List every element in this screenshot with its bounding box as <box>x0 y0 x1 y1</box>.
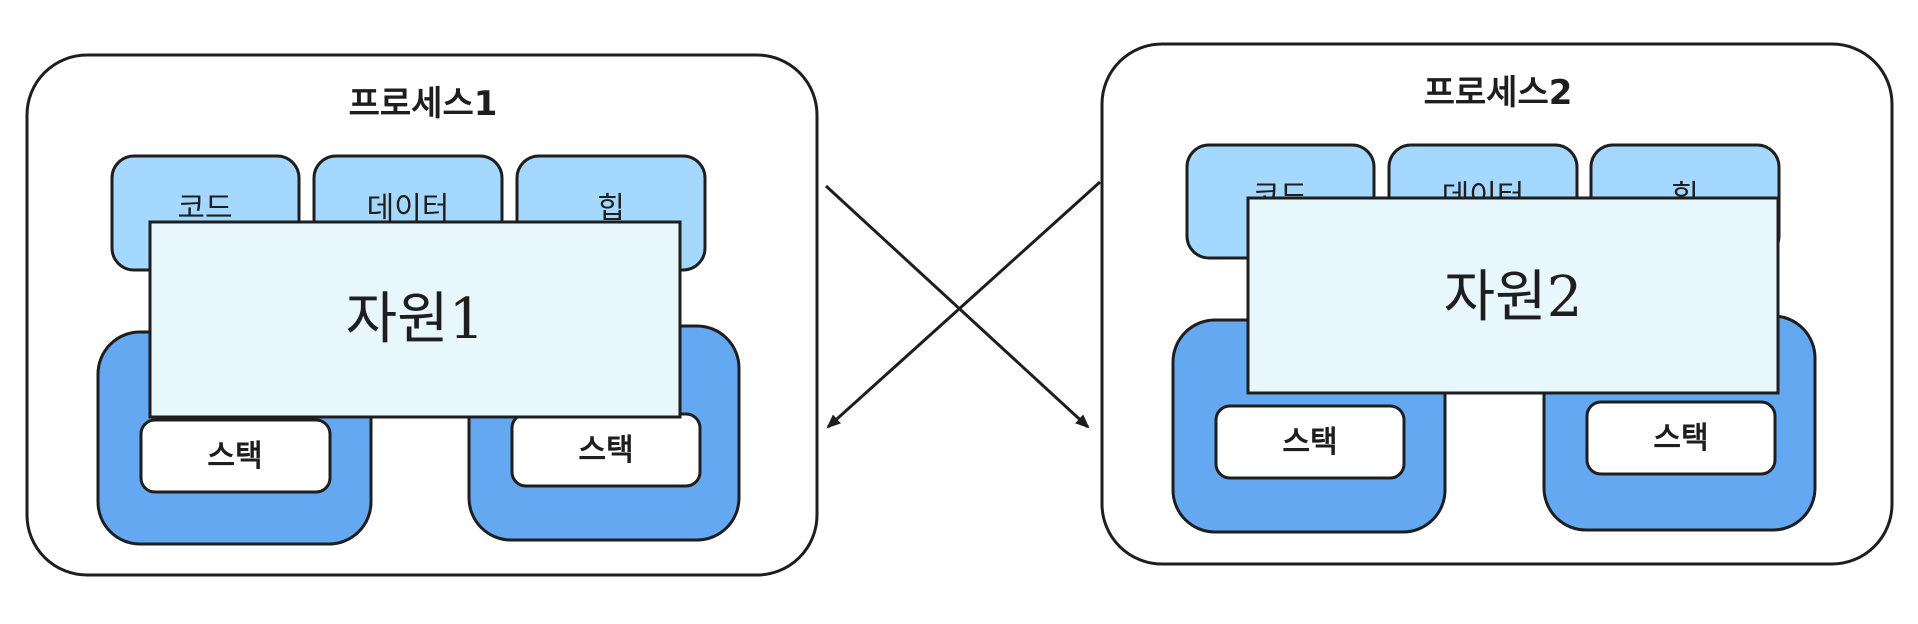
process-1-title: 프로세스1 <box>349 84 498 124</box>
arrow-process2-to-process1 <box>826 180 1102 429</box>
resource-2 <box>1246 196 1780 395</box>
process-2: 프로세스2 코드 데이터 힙 스택 스택 자원2 <box>1100 42 1894 566</box>
process-2-stack-2-label: 스택 <box>1653 421 1708 456</box>
resource-1-label: 자원1 <box>346 287 485 352</box>
process-2-stack-1-label: 스택 <box>1282 425 1337 460</box>
process-2-stack-2 <box>1585 400 1777 476</box>
process-2-stack-1 <box>1214 404 1406 480</box>
process-1-data-label: 데이터 <box>367 191 450 226</box>
resource-1 <box>148 220 682 419</box>
arrow-process1-to-process2 <box>824 184 1090 429</box>
process-1-heap-label: 힙 <box>597 191 625 226</box>
process-1-stack-1-label: 스택 <box>207 439 262 474</box>
process-1: 프로세스1 코드 데이터 힙 스택 스택 자원1 <box>25 53 819 577</box>
resource-2-label: 자원2 <box>1444 265 1583 330</box>
process-1-stack-2-label: 스택 <box>578 433 633 468</box>
process-2-title: 프로세스2 <box>1424 73 1573 113</box>
process-1-code-label: 코드 <box>177 191 232 226</box>
process-1-stack-1 <box>139 418 332 494</box>
